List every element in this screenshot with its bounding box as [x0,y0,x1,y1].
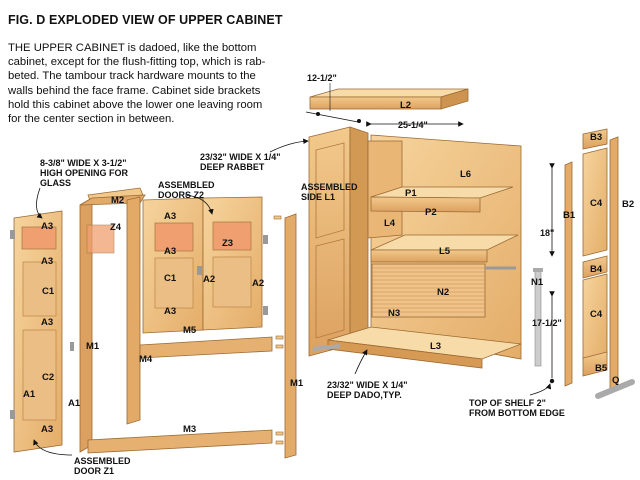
dowel-pins [273,215,284,445]
part-label: A2 [252,278,264,289]
callout-doors-z2: ASSEMBLED DOORS Z2 [158,180,215,200]
intro-paragraph: THE UPPER CABINET is dadoed, like the bo… [8,41,276,126]
part-label: A3 [164,306,176,317]
bracket-b1 [564,161,573,387]
part-label: N3 [388,308,400,319]
part-label: C1 [164,273,177,284]
part-label: M1 [290,378,304,389]
svg-text:ASSEMBLED: ASSEMBLED [158,180,215,190]
bracket-b2 [609,136,619,391]
part-label: C1 [42,286,55,297]
leader-lines [33,138,552,456]
intro-line: THE UPPER CABINET is dadoed, like the bo… [8,42,257,54]
callout-glass: 8-3/8" WIDE X 3-1/2" HIGH OPENING FOR GL… [40,158,129,188]
callout-side-l1: ASSEMBLED SIDE L1 [301,182,358,202]
part-label: A3 [41,424,53,435]
part-label: B2 [622,199,634,210]
svg-text:TOP OF SHELF 2": TOP OF SHELF 2" [469,398,546,408]
part-label: M3 [183,424,196,435]
part-label: P1 [405,188,417,199]
svg-text:8-3/8" WIDE X 3-1/2": 8-3/8" WIDE X 3-1/2" [40,158,127,168]
dimension-label: 12-1/2" [307,73,337,83]
part-label: N1 [531,277,544,288]
part-label: A3 [41,256,53,267]
part-label: L2 [400,100,411,111]
callout-top-span: 25-1/4" [398,120,428,130]
part-label: Z3 [222,238,233,249]
part-label: C4 [590,198,603,209]
intro-line: hold this cabinet above the lower one le… [8,98,263,111]
svg-text:GLASS: GLASS [40,178,71,188]
svg-text:FROM BOTTOM EDGE: FROM BOTTOM EDGE [469,408,565,418]
part-label: A2 [203,274,215,285]
callout-top-depth: 12-1/2" [307,73,337,83]
dimension-lower [549,291,555,384]
part-label: C2 [42,372,54,383]
svg-text:ASSEMBLED: ASSEMBLED [301,182,358,192]
callout-top-of-shelf: TOP OF SHELF 2" FROM BOTTOM EDGE [469,398,565,418]
part-label: L4 [384,218,396,229]
svg-text:HIGH OPENING FOR: HIGH OPENING FOR [40,168,129,178]
callout-rabbet: 23/32" WIDE X 1/4" DEEP RABBET [200,152,281,172]
hardware-q [595,379,635,399]
part-label: Z4 [110,222,122,233]
dimension-upper-label: 18" [540,228,554,238]
part-label: A1 [23,389,36,400]
part-label: L6 [460,169,471,180]
intro-line: walls behind the face frame. Cabinet sid… [8,84,261,97]
svg-text:23/32" WIDE X 1/4": 23/32" WIDE X 1/4" [200,152,281,162]
part-label: C4 [590,309,603,320]
part-label: A1 [68,398,81,409]
part-label: A3 [164,246,176,257]
svg-text:DEEP RABBET: DEEP RABBET [200,162,265,172]
part-label: B3 [590,132,602,143]
part-label: L3 [430,341,441,352]
intro-line: beted. The tambour track hardware mounts… [8,70,256,83]
bracket-pieces [582,128,608,377]
part-label: M4 [139,354,153,365]
part-label: M2 [111,195,124,206]
part-label: M1 [86,341,100,352]
svg-text:DEEP DADO,TYP.: DEEP DADO,TYP. [327,390,402,400]
part-label: B4 [590,264,603,275]
svg-text:23/32" WIDE X 1/4": 23/32" WIDE X 1/4" [327,380,408,390]
part-label: A3 [164,211,176,222]
face-frame [79,187,297,459]
part-label: N2 [437,287,449,298]
doors-z2 [142,196,268,334]
part-label: L5 [439,246,451,257]
dimension-label: 25-1/4" [398,120,428,130]
svg-text:DOORS Z2: DOORS Z2 [158,190,204,200]
cabinet-case [308,126,522,369]
part-label: M5 [183,325,197,336]
svg-text:SIDE L1: SIDE L1 [301,192,335,202]
part-label: B5 [595,363,608,374]
intro-line: for the center section in between. [8,113,175,126]
part-label: P2 [425,207,437,218]
dimension-top-depth [305,83,361,123]
figure-title: FIG. D EXPLODED VIEW OF UPPER CABINET [8,13,283,27]
dimension-lower-label: 17-1/2" [532,318,562,328]
part-label: Q [612,375,619,386]
track-hardware-n1 [533,268,543,367]
svg-text:DOOR Z1: DOOR Z1 [74,466,114,476]
svg-text:ASSEMBLED: ASSEMBLED [74,456,131,466]
callout-door-z1: ASSEMBLED DOOR Z1 [74,456,131,476]
part-labels: L2 L6 P1 P2 L4 L5 N1 N2 N3 L3 B3 C4 B2 B… [23,100,634,435]
callout-dado: 23/32" WIDE X 1/4" DEEP DADO,TYP. [327,380,408,400]
top-panel-l2 [309,88,469,110]
door-z1 [10,210,74,453]
intro-line: cabinet, except for the flush-fitting to… [8,56,266,69]
part-label: A3 [41,317,53,328]
part-label: A3 [41,221,53,232]
part-label: B1 [563,210,576,221]
